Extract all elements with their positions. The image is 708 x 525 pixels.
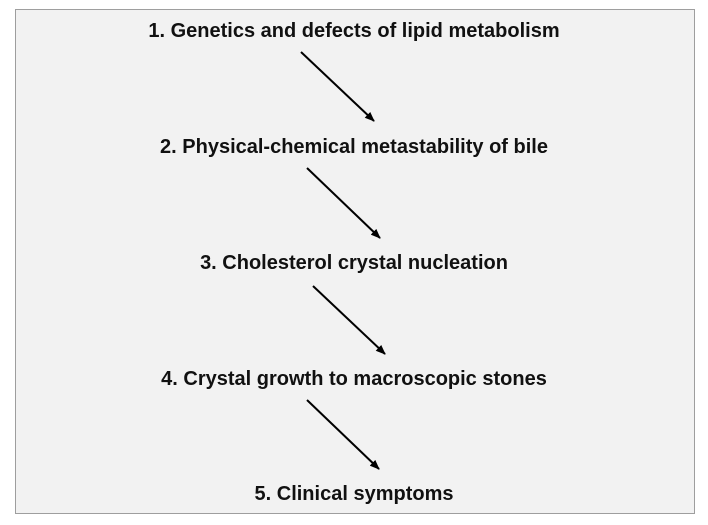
arrow-2-to-3 [306,167,381,239]
step-4-crystal-growth: 4. Crystal growth to macroscopic stones [161,368,547,390]
arrow-3-to-4 [312,285,386,355]
diagram-panel [15,9,695,514]
step-2-bile-metastability: 2. Physical-chemical metastability of bi… [160,136,548,158]
step-5-clinical-symptoms: 5. Clinical symptoms [254,483,454,505]
step-1-genetics: 1. Genetics and defects of lipid metabol… [148,20,560,42]
arrow-4-to-5 [306,399,380,470]
step-3-crystal-nucleation: 3. Cholesterol crystal nucleation [200,252,508,274]
arrow-1-to-2 [300,51,375,122]
